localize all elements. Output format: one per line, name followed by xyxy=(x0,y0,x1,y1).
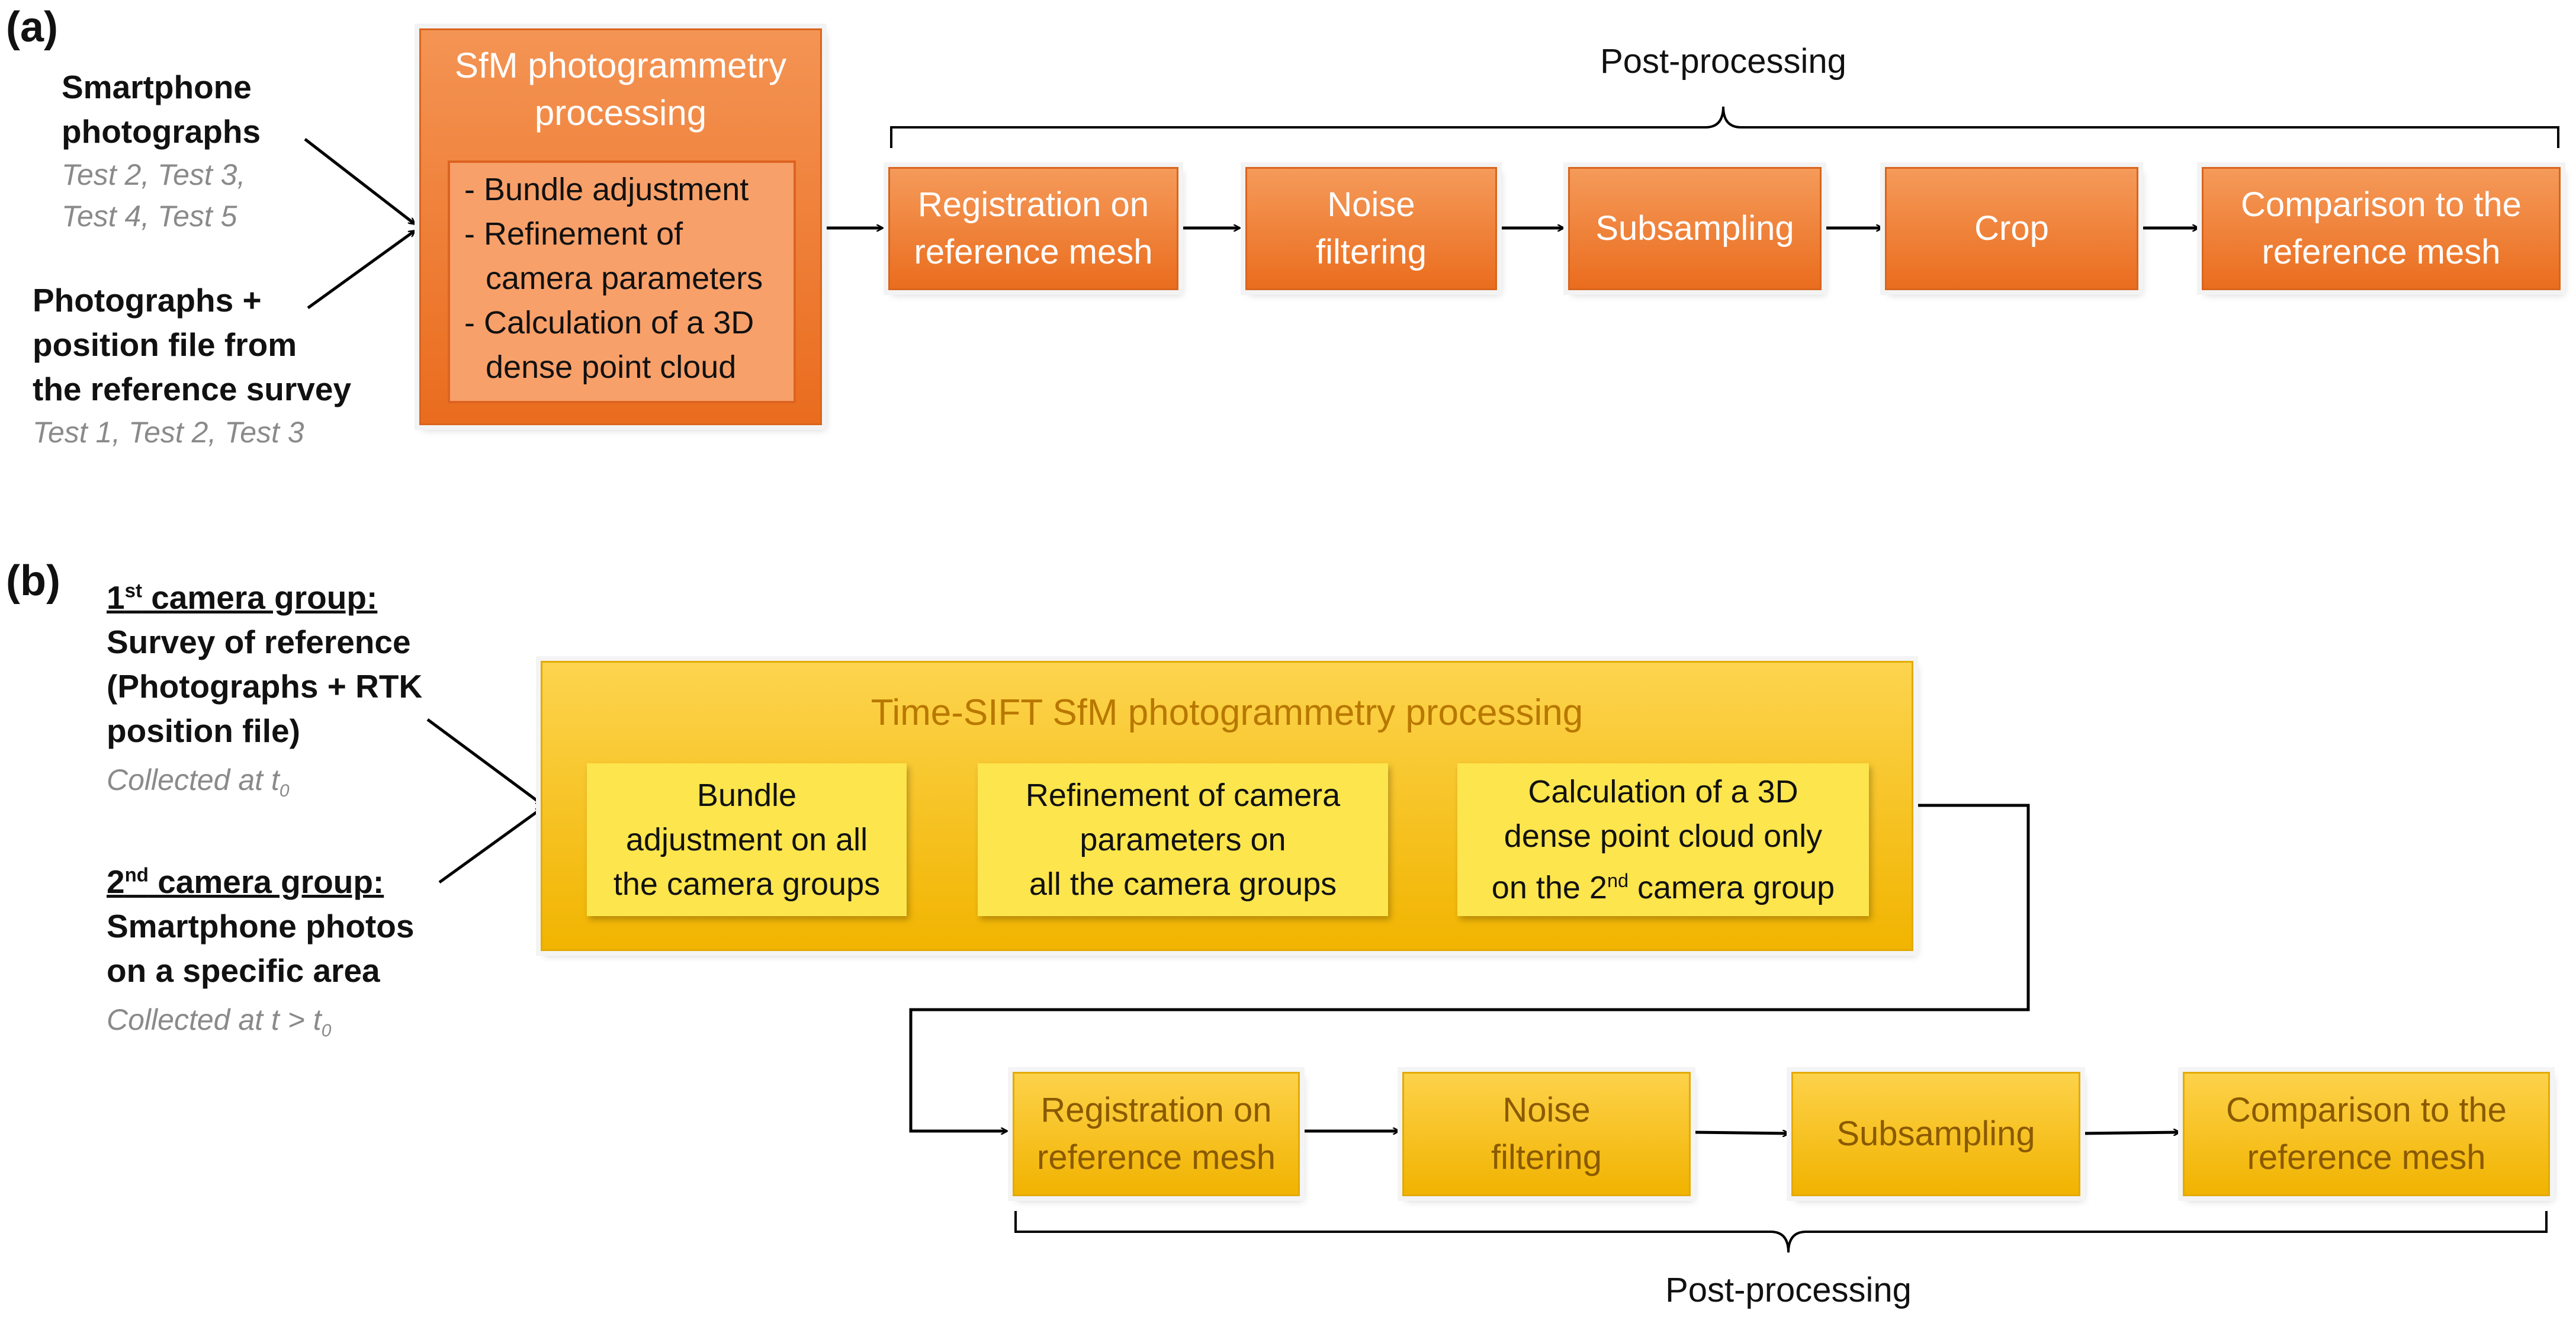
input-title-line: position file from xyxy=(33,326,297,363)
arrow-b-group2 xyxy=(438,808,542,884)
arrow-b-group1 xyxy=(426,718,542,804)
timesift-title: Time-SIFT SfM photogrammetry processing xyxy=(871,692,1583,733)
process-box-b-noise-filtering: Noise filtering xyxy=(1402,1072,1691,1196)
group-line: position file) xyxy=(107,712,300,750)
box-line: Registration on xyxy=(917,185,1149,224)
panel-label-b: (b) xyxy=(6,557,60,605)
group-line: Survey of reference xyxy=(107,624,411,661)
input-title-line: photographs xyxy=(62,113,261,150)
box-line: Noise xyxy=(1327,185,1415,224)
box-line: Subsampling xyxy=(1836,1114,2035,1153)
group-note: Collected at t > t0 xyxy=(107,1003,332,1041)
box-line: filtering xyxy=(1316,233,1427,271)
sfm-step: - Refinement of camera parameters xyxy=(464,216,763,296)
group-note: Collected at t0 xyxy=(107,763,290,801)
process-box-crop: Crop xyxy=(1885,167,2138,290)
box-line: filtering xyxy=(1491,1138,1602,1177)
box-line: Comparison to the xyxy=(2226,1091,2507,1129)
step-line: Bundle xyxy=(696,777,797,813)
box-line: reference mesh xyxy=(1037,1138,1276,1177)
step-line: all the camera groups xyxy=(1029,866,1337,902)
brace-a xyxy=(890,106,2559,148)
connector-b-elbow xyxy=(909,804,2030,1131)
input-note-line: Test 1, Test 2, Test 3 xyxy=(33,416,304,449)
input-note-line: Test 4, Test 5 xyxy=(62,200,237,233)
post-processing-label-a: Post-processing xyxy=(1600,42,1846,81)
group-line: Smartphone photos xyxy=(107,908,415,945)
step-line: the camera groups xyxy=(613,866,881,902)
input-title-line: the reference survey xyxy=(33,371,352,407)
group-heading: 1st camera group: xyxy=(107,579,378,616)
step-line: parameters on xyxy=(1080,821,1286,857)
input-title-line: Photographs + xyxy=(33,282,262,319)
process-box-b-subsampling: Subsampling xyxy=(1791,1072,2080,1196)
process-box-b-comparison: Comparison to the reference mesh xyxy=(2183,1072,2550,1196)
sfm-title: SfM photogrammetry xyxy=(454,46,787,85)
process-box-registration: Registration on reference mesh xyxy=(888,167,1178,290)
box-line: reference mesh xyxy=(2247,1138,2486,1177)
process-box-comparison: Comparison to the reference mesh xyxy=(2202,167,2561,290)
box-line: Noise xyxy=(1502,1091,1591,1129)
sfm-step: - Bundle adjustment xyxy=(464,172,749,207)
arrow-b-sub-to-comp xyxy=(2081,1132,2179,1133)
input-second-camera-group: 2nd camera group: Smartphone photos on a… xyxy=(107,853,438,1052)
timesift-processing-box: Time-SIFT SfM photogrammetry processing … xyxy=(541,661,1913,951)
process-box-subsampling: Subsampling xyxy=(1568,167,1822,290)
arrow-a-input2 xyxy=(307,231,415,310)
arrow-b-noise-to-sub xyxy=(1691,1132,1788,1133)
step-line: dense point cloud only xyxy=(1504,818,1823,854)
timesift-step-refinement: Refinement of camera parameters on all the… xyxy=(978,763,1388,916)
step-line: Calculation of a 3D xyxy=(1528,773,1798,810)
step-line: adjustment on all xyxy=(625,821,868,857)
process-box-b-registration: Registration on reference mesh xyxy=(1013,1072,1300,1196)
step-line: on the 2nd camera group xyxy=(1491,869,1835,905)
step-line: Refinement of camera xyxy=(1025,777,1341,813)
group-heading: 2nd camera group: xyxy=(107,863,384,901)
sfm-title: processing xyxy=(534,93,707,133)
post-processing-label-b: Post-processing xyxy=(1665,1271,1912,1309)
group-line: (Photographs + RTK xyxy=(107,668,423,705)
arrow-a-input1 xyxy=(304,138,415,224)
box-line: Comparison to the xyxy=(2241,185,2522,224)
panel-label-a: (a) xyxy=(6,4,58,51)
timesift-step-bundle: Bundle adjustment on all the camera groups xyxy=(587,763,907,916)
sfm-step: - Calculation of a 3D dense point cloud xyxy=(464,305,754,385)
process-box-noise-filtering: Noise filtering xyxy=(1245,167,1497,290)
sfm-steps-box: - Bundle adjustment - Refinement of came… xyxy=(448,160,796,403)
box-line: Registration on xyxy=(1040,1091,1272,1129)
box-line: Subsampling xyxy=(1595,209,1794,248)
group-line: on a specific area xyxy=(107,952,380,990)
input-first-camera-group: 1st camera group: Survey of reference (P… xyxy=(107,568,438,812)
box-line: reference mesh xyxy=(2262,233,2501,271)
input-title-line: Smartphone xyxy=(62,69,252,105)
box-line: Crop xyxy=(1974,209,2049,248)
box-line: reference mesh xyxy=(914,233,1153,271)
brace-b xyxy=(1014,1211,2548,1253)
input-reference-survey: Photographs + position file from the ref… xyxy=(33,278,388,453)
input-note-line: Test 2, Test 3, xyxy=(62,158,246,191)
sfm-processing-box: SfM photogrammetry processing - Bundle a… xyxy=(419,28,822,425)
timesift-step-dense-cloud: Calculation of a 3D dense point cloud onl… xyxy=(1457,763,1869,916)
input-smartphone-photographs: Smartphone photographs Test 2, Test 3, T… xyxy=(62,65,310,237)
